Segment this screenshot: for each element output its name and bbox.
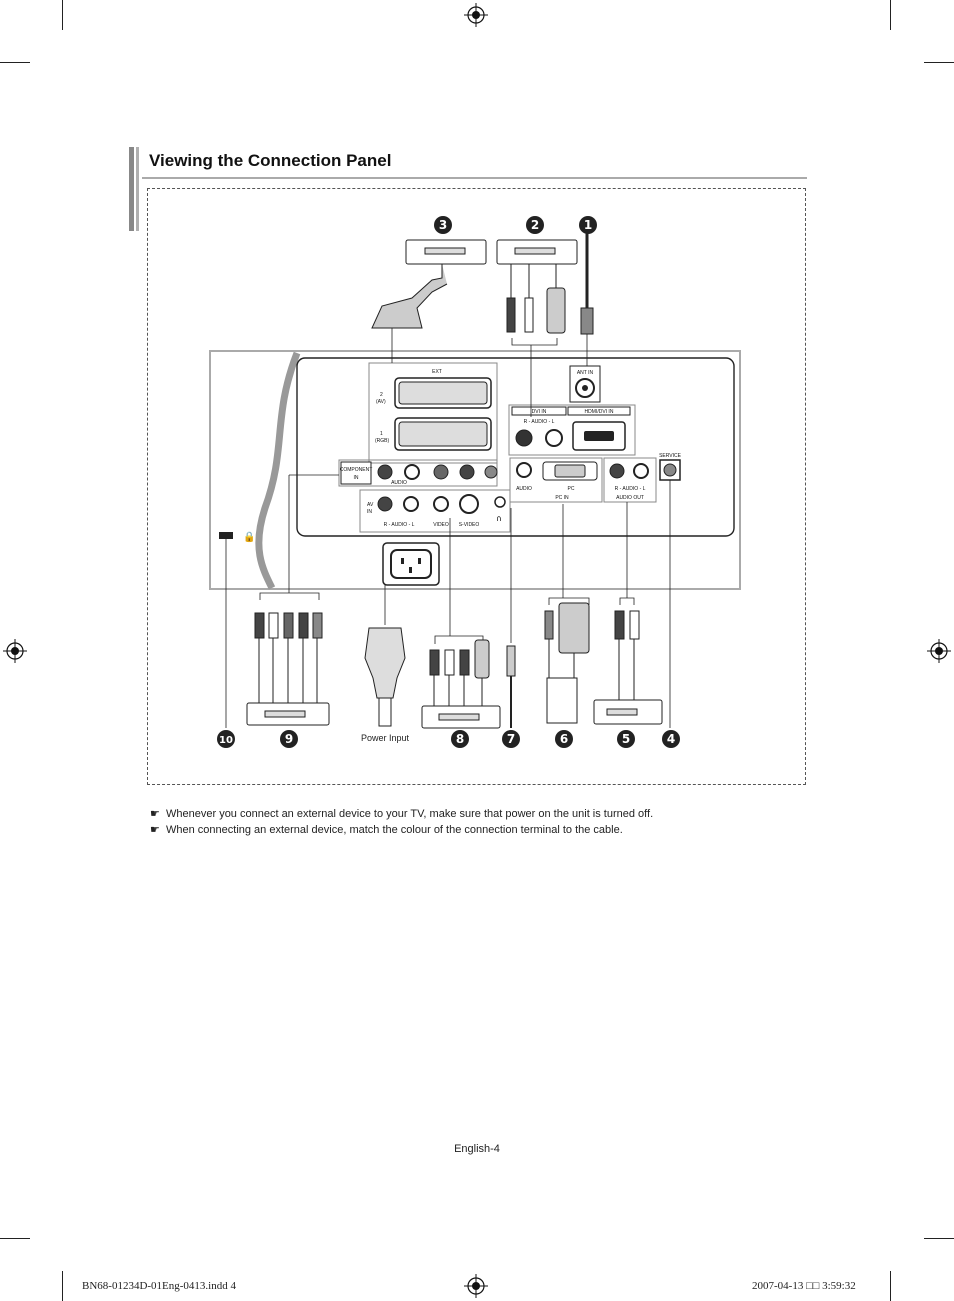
- hand-pointer-icon: ☛: [150, 807, 160, 820]
- pc-audio-label: AUDIO: [516, 486, 532, 492]
- callout-2: 2: [531, 218, 539, 232]
- callout-9: 9: [285, 732, 293, 746]
- ext-scart-block: EXT 2 (AV) 1 (RGB): [368, 362, 498, 464]
- av-label: AV: [367, 502, 374, 508]
- footer-timestamp: 2007-04-13 □□ 3:59:32: [752, 1280, 856, 1292]
- audio-out-device: [593, 502, 663, 725]
- registration-mark-icon: [464, 1274, 488, 1298]
- component-device: [246, 474, 339, 726]
- s-video-label: S-VIDEO: [459, 522, 480, 528]
- service-label: SERVICE: [659, 453, 682, 459]
- dvi-hdmi-block: DVI IN R - AUDIO - L HDMI/DVI IN: [508, 404, 636, 456]
- tv-back-outline: [209, 350, 741, 590]
- component-audio-label: AUDIO: [391, 480, 407, 486]
- callout-6: 6: [560, 732, 568, 746]
- title-accent-bar: [129, 147, 134, 231]
- title-accent-bar: [136, 147, 139, 231]
- footer-file-name: BN68-01234D-01Eng-0413.indd 4: [82, 1280, 236, 1292]
- note-item: ☛ Whenever you connect an external device…: [150, 806, 653, 822]
- ext-1-label: 1: [380, 431, 383, 437]
- headphone-icon: ∩: [496, 514, 502, 523]
- audio-out-label: AUDIO OUT: [616, 495, 644, 501]
- power-input-label: Power Input: [361, 733, 410, 743]
- callout-4: 4: [667, 732, 675, 746]
- hdmi-dvi-in-label: HDMI/DVI IN: [585, 409, 614, 415]
- dvi-audio-label: R - AUDIO - L: [524, 419, 555, 425]
- registration-mark-icon: [927, 639, 951, 663]
- note-item: ☛ When connecting an external device, mat…: [150, 822, 653, 838]
- antenna-cable: [580, 228, 594, 335]
- crop-mark: [62, 0, 63, 30]
- pc-in-label: PC IN: [555, 495, 569, 501]
- connection-panel-diagram: EXT 2 (AV) 1 (RGB) ANT IN DVI IN R - AUD…: [209, 216, 741, 748]
- callout-5: 5: [622, 732, 630, 746]
- power-cable: [364, 585, 406, 727]
- scart-device: [371, 239, 487, 329]
- callout-10: 10: [219, 735, 233, 746]
- power-socket: [382, 542, 440, 586]
- callout-numbers: 1 2 3 4 5 6 7 8 9 10: [217, 216, 680, 748]
- av-device: [421, 518, 501, 729]
- ext-1-sub-label: (RGB): [375, 438, 390, 444]
- crop-mark: [0, 1238, 30, 1239]
- component-label: COMPONENT: [340, 467, 373, 473]
- dvi-in-label: DVI IN: [532, 409, 547, 415]
- pc-device: [544, 504, 590, 724]
- lock-icon: 🔒: [243, 531, 255, 543]
- av-in-label: IN: [367, 509, 372, 515]
- title-rule: [142, 177, 807, 179]
- av-in-block: AV IN R - AUDIO - L VIDEO S-VIDEO ∩: [359, 489, 511, 533]
- tv-side-curve: [255, 351, 301, 590]
- component-in-label: IN: [354, 475, 359, 481]
- callout-1: 1: [584, 218, 592, 232]
- ext-2-label: 2: [380, 392, 383, 398]
- crop-mark: [62, 1271, 63, 1301]
- pc-label: PC: [568, 486, 575, 492]
- callout-7: 7: [507, 732, 515, 746]
- callout-3: 3: [439, 218, 447, 232]
- note-text: When connecting an external device, matc…: [166, 824, 623, 836]
- crop-mark: [924, 62, 954, 63]
- crop-mark: [890, 1271, 891, 1301]
- audio-out-block: R - AUDIO - L AUDIO OUT: [603, 457, 657, 503]
- ant-in-label: ANT IN: [577, 370, 594, 376]
- crop-mark: [890, 0, 891, 30]
- audio-out-lr-label: R - AUDIO - L: [615, 486, 646, 492]
- av-audio-label: R - AUDIO - L: [384, 522, 415, 528]
- headphone-cable: [506, 508, 516, 728]
- video-label: VIDEO: [433, 522, 449, 528]
- component-in-block: COMPONENT IN AUDIO: [338, 459, 498, 487]
- crop-mark: [924, 1238, 954, 1239]
- hdmi-device: [496, 239, 578, 334]
- rear-panel: [296, 357, 735, 537]
- ext-label: EXT: [432, 369, 442, 375]
- registration-mark-icon: [3, 639, 27, 663]
- page-title: Viewing the Connection Panel: [149, 151, 392, 170]
- ext-2-sub-label: (AV): [376, 399, 386, 405]
- service-port: SERVICE: [659, 453, 682, 481]
- registration-mark-icon: [464, 3, 488, 27]
- callout-8: 8: [456, 732, 464, 746]
- page-number: English-4: [454, 1143, 500, 1155]
- note-text: Whenever you connect an external device …: [166, 808, 654, 820]
- hand-pointer-icon: ☛: [150, 823, 160, 836]
- pc-in-block: AUDIO PC PC IN: [509, 457, 603, 503]
- connection-diagram-frame: [147, 188, 806, 785]
- notes-list: ☛ Whenever you connect an external device…: [150, 806, 653, 838]
- ant-in-port: ANT IN: [569, 365, 601, 403]
- kensington-slot: [219, 532, 233, 539]
- crop-mark: [0, 62, 30, 63]
